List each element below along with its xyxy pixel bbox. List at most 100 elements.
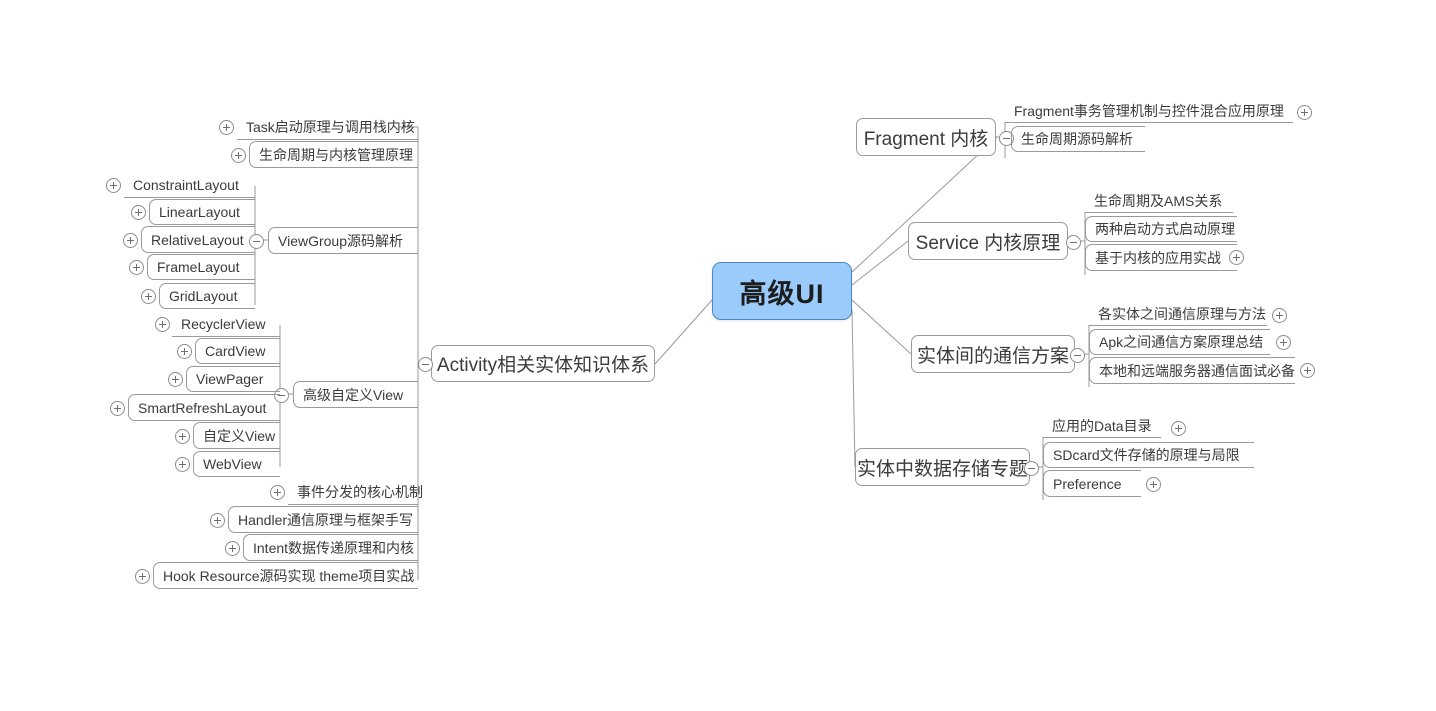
- collapse-toggle-fragment[interactable]: [999, 131, 1014, 146]
- leaf-fragment-transaction[interactable]: Fragment事务管理机制与控件混合应用原理: [1005, 100, 1293, 123]
- leaf-label: Apk之间通信方案原理总结: [1099, 334, 1264, 350]
- expand-toggle-hook-resource[interactable]: [135, 569, 150, 584]
- leaf-webview[interactable]: WebView: [193, 451, 280, 477]
- leaf-advanced-customview[interactable]: 高级自定义View: [293, 381, 418, 408]
- leaf-framelayout[interactable]: FrameLayout: [147, 254, 255, 280]
- leaf-label: FrameLayout: [157, 259, 240, 275]
- leaf-label: Preference: [1053, 475, 1122, 492]
- collapse-toggle-service[interactable]: [1066, 235, 1081, 250]
- branch-service[interactable]: Service 内核原理: [908, 222, 1068, 260]
- leaf-label: RecyclerView: [181, 315, 266, 332]
- expand-toggle-app-data-dir[interactable]: [1171, 421, 1186, 436]
- leaf-constraintlayout[interactable]: ConstraintLayout: [124, 172, 255, 198]
- leaf-label: ViewGroup源码解析: [278, 232, 404, 249]
- leaf-app-data-dir[interactable]: 应用的Data目录: [1043, 415, 1161, 438]
- expand-toggle-smartrefreshlayout[interactable]: [110, 401, 125, 416]
- collapse-toggle-activity[interactable]: [418, 357, 433, 372]
- expand-toggle-webview[interactable]: [175, 457, 190, 472]
- leaf-remote-server-communication[interactable]: 本地和远端服务器通信面试必备: [1089, 357, 1295, 384]
- root-node[interactable]: 高级UI: [712, 262, 852, 320]
- link-root-storage: [851, 309, 856, 468]
- leaf-label: 高级自定义View: [303, 386, 404, 403]
- link-root-service: [851, 240, 909, 286]
- leaf-label: Task启动原理与调用栈内核: [246, 118, 415, 135]
- leaf-task-startup[interactable]: Task启动原理与调用栈内核: [237, 114, 418, 140]
- leaf-label: ViewPager: [196, 371, 264, 387]
- leaf-recyclerview[interactable]: RecyclerView: [172, 311, 280, 337]
- leaf-viewgroup-source[interactable]: ViewGroup源码解析: [268, 227, 418, 254]
- leaf-label: 两种启动方式启动原理: [1095, 221, 1235, 237]
- expand-toggle-gridlayout[interactable]: [141, 289, 156, 304]
- leaf-label: 本地和远端服务器通信面试必备: [1099, 362, 1295, 379]
- leaf-cardview[interactable]: CardView: [195, 338, 280, 364]
- expand-toggle-task-startup[interactable]: [219, 120, 234, 135]
- leaf-entity-communication[interactable]: 各实体之间通信原理与方法: [1089, 303, 1267, 326]
- leaf-label: Hook Resource源码实现 theme项目实战: [163, 567, 415, 584]
- expand-toggle-relativelayout[interactable]: [123, 233, 138, 248]
- branch-communication[interactable]: 实体间的通信方案: [911, 335, 1075, 373]
- leaf-label: 生命周期与内核管理原理: [259, 146, 413, 163]
- leaf-label: WebView: [203, 456, 262, 472]
- leaf-event-dispatch[interactable]: 事件分发的核心机制: [288, 479, 423, 505]
- leaf-service-lifecycle-ams[interactable]: 生命周期及AMS关系: [1085, 190, 1233, 213]
- leaf-label: 生命周期及AMS关系: [1094, 193, 1223, 209]
- branch-fragment[interactable]: Fragment 内核: [856, 118, 996, 156]
- expand-toggle-fragment-transaction[interactable]: [1297, 105, 1312, 120]
- expand-toggle-constraintlayout[interactable]: [106, 178, 121, 193]
- expand-toggle-cardview[interactable]: [177, 344, 192, 359]
- expand-toggle-entity-communication[interactable]: [1272, 308, 1287, 323]
- leaf-label: SmartRefreshLayout: [138, 399, 267, 416]
- leaf-label: 各实体之间通信原理与方法: [1098, 306, 1266, 322]
- leaf-label: 事件分发的核心机制: [297, 483, 423, 500]
- leaf-service-two-start-modes[interactable]: 两种启动方式启动原理: [1085, 216, 1237, 242]
- leaf-relativelayout[interactable]: RelativeLayout: [141, 226, 255, 253]
- leaf-service-kernel-practice[interactable]: 基于内核的应用实战: [1085, 244, 1237, 271]
- leaf-label: RelativeLayout: [151, 231, 244, 248]
- expand-toggle-intent[interactable]: [225, 541, 240, 556]
- leaf-handler[interactable]: Handler通信原理与框架手写: [228, 506, 418, 533]
- leaf-viewpager[interactable]: ViewPager: [186, 366, 280, 392]
- expand-toggle-viewpager[interactable]: [168, 372, 183, 387]
- expand-toggle-apk-communication[interactable]: [1276, 335, 1291, 350]
- leaf-label: LinearLayout: [159, 204, 240, 220]
- leaf-intent[interactable]: Intent数据传递原理和内核: [243, 534, 418, 561]
- leaf-label: Fragment事务管理机制与控件混合应用原理: [1014, 103, 1284, 119]
- leaf-label: GridLayout: [169, 288, 238, 304]
- leaf-label: 生命周期源码解析: [1021, 131, 1133, 147]
- expand-toggle-recyclerview[interactable]: [155, 317, 170, 332]
- expand-toggle-handler[interactable]: [210, 513, 225, 528]
- expand-toggle-custom-view[interactable]: [175, 429, 190, 444]
- leaf-linearlayout[interactable]: LinearLayout: [149, 199, 255, 225]
- expand-toggle-linearlayout[interactable]: [131, 205, 146, 220]
- leaf-label: 基于内核的应用实战: [1095, 249, 1221, 266]
- leaf-gridlayout[interactable]: GridLayout: [159, 283, 255, 309]
- expand-toggle-remote-server-communication[interactable]: [1300, 363, 1315, 378]
- collapse-toggle-viewgroup[interactable]: [249, 234, 264, 249]
- leaf-fragment-lifecycle[interactable]: 生命周期源码解析: [1011, 126, 1145, 152]
- leaf-label: SDcard文件存储的原理与局限: [1053, 447, 1240, 463]
- expand-toggle-event-dispatch[interactable]: [270, 485, 285, 500]
- branch-activity[interactable]: Activity相关实体知识体系: [431, 345, 655, 382]
- collapse-toggle-storage[interactable]: [1024, 461, 1039, 476]
- leaf-label: Handler通信原理与框架手写: [238, 511, 414, 528]
- leaf-hook-resource[interactable]: Hook Resource源码实现 theme项目实战: [153, 562, 418, 589]
- leaf-label: 自定义View: [203, 427, 276, 444]
- branch-storage[interactable]: 实体中数据存储专题: [855, 448, 1030, 486]
- leaf-custom-view[interactable]: 自定义View: [193, 422, 280, 449]
- link-root-activity: [654, 299, 713, 365]
- leaf-apk-communication[interactable]: Apk之间通信方案原理总结: [1089, 329, 1270, 355]
- expand-toggle-preference[interactable]: [1146, 477, 1161, 492]
- leaf-preference[interactable]: Preference: [1043, 470, 1141, 497]
- expand-toggle-framelayout[interactable]: [129, 260, 144, 275]
- leaf-sdcard-storage[interactable]: SDcard文件存储的原理与局限: [1043, 442, 1254, 468]
- leaf-label: ConstraintLayout: [133, 176, 239, 193]
- leaf-lifecycle-kernel[interactable]: 生命周期与内核管理原理: [249, 141, 418, 168]
- link-root-communication: [851, 299, 912, 355]
- leaf-label: Intent数据传递原理和内核: [253, 539, 415, 556]
- collapse-toggle-communication[interactable]: [1070, 348, 1085, 363]
- leaf-smartrefreshlayout[interactable]: SmartRefreshLayout: [128, 394, 280, 421]
- leaf-label: CardView: [205, 343, 266, 359]
- leaf-label: 应用的Data目录: [1052, 418, 1152, 434]
- expand-toggle-service-kernel-practice[interactable]: [1229, 250, 1244, 265]
- expand-toggle-lifecycle-kernel[interactable]: [231, 148, 246, 163]
